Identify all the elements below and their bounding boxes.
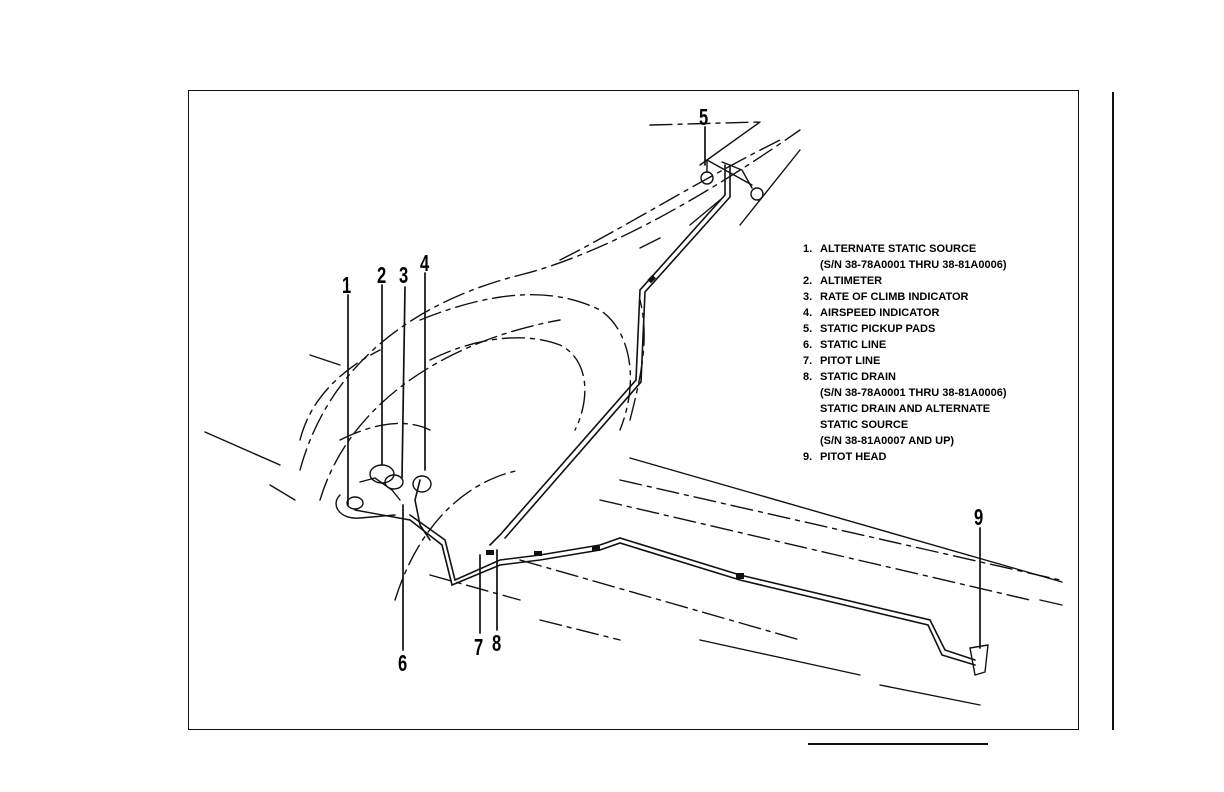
callout-2: 2 bbox=[377, 262, 387, 288]
callout-1: 1 bbox=[342, 272, 352, 298]
callout-6: 6 bbox=[398, 650, 408, 676]
callout-7: 7 bbox=[474, 634, 484, 660]
legend-row: STATIC DRAIN AND ALTERNATE bbox=[820, 403, 991, 415]
legend-row: 4.AIRSPEED INDICATOR bbox=[803, 307, 940, 319]
instrument-cluster bbox=[335, 464, 432, 521]
legend-row: 3.RATE OF CLIMB INDICATOR bbox=[803, 291, 969, 303]
callout-8: 8 bbox=[492, 630, 502, 656]
tube-fittings bbox=[486, 274, 744, 579]
figure-frame bbox=[188, 90, 1079, 730]
callout-5: 5 bbox=[699, 104, 709, 130]
right-margin-rule bbox=[1112, 92, 1114, 730]
callout-4: 4 bbox=[420, 250, 430, 276]
pitot-static-tubing bbox=[409, 164, 976, 666]
legend-row: (S/N 38-78A0001 THRU 38-81A0006) bbox=[820, 387, 1007, 399]
parts-legend: 1.ALTERNATE STATIC SOURCE (S/N 38-78A000… bbox=[803, 241, 1006, 465]
legend-row: 6.STATIC LINE bbox=[803, 339, 887, 351]
legend-row: (S/N 38-78A0001 THRU 38-81A0006) bbox=[820, 259, 1007, 271]
legend-row: 9.PITOT HEAD bbox=[803, 451, 887, 463]
legend-row: 5.STATIC PICKUP PADS bbox=[803, 323, 936, 335]
pitot-head bbox=[969, 644, 989, 676]
legend-row: (S/N 38-81A0007 AND UP) bbox=[820, 435, 955, 447]
legend-row: 1.ALTERNATE STATIC SOURCE bbox=[803, 243, 977, 255]
bottom-rule bbox=[808, 743, 988, 745]
wing-outline bbox=[204, 121, 1063, 706]
static-pickup-pads bbox=[700, 159, 764, 201]
legend-row: 2.ALTIMETER bbox=[803, 275, 883, 287]
legend-row: 7.PITOT LINE bbox=[803, 355, 881, 367]
leader-lines bbox=[347, 126, 981, 651]
legend-row: STATIC SOURCE bbox=[820, 419, 909, 431]
callout-3: 3 bbox=[399, 262, 409, 288]
legend-row: 8.STATIC DRAIN bbox=[803, 371, 896, 383]
callout-9: 9 bbox=[974, 504, 984, 530]
fuselage-outline bbox=[299, 121, 1061, 641]
